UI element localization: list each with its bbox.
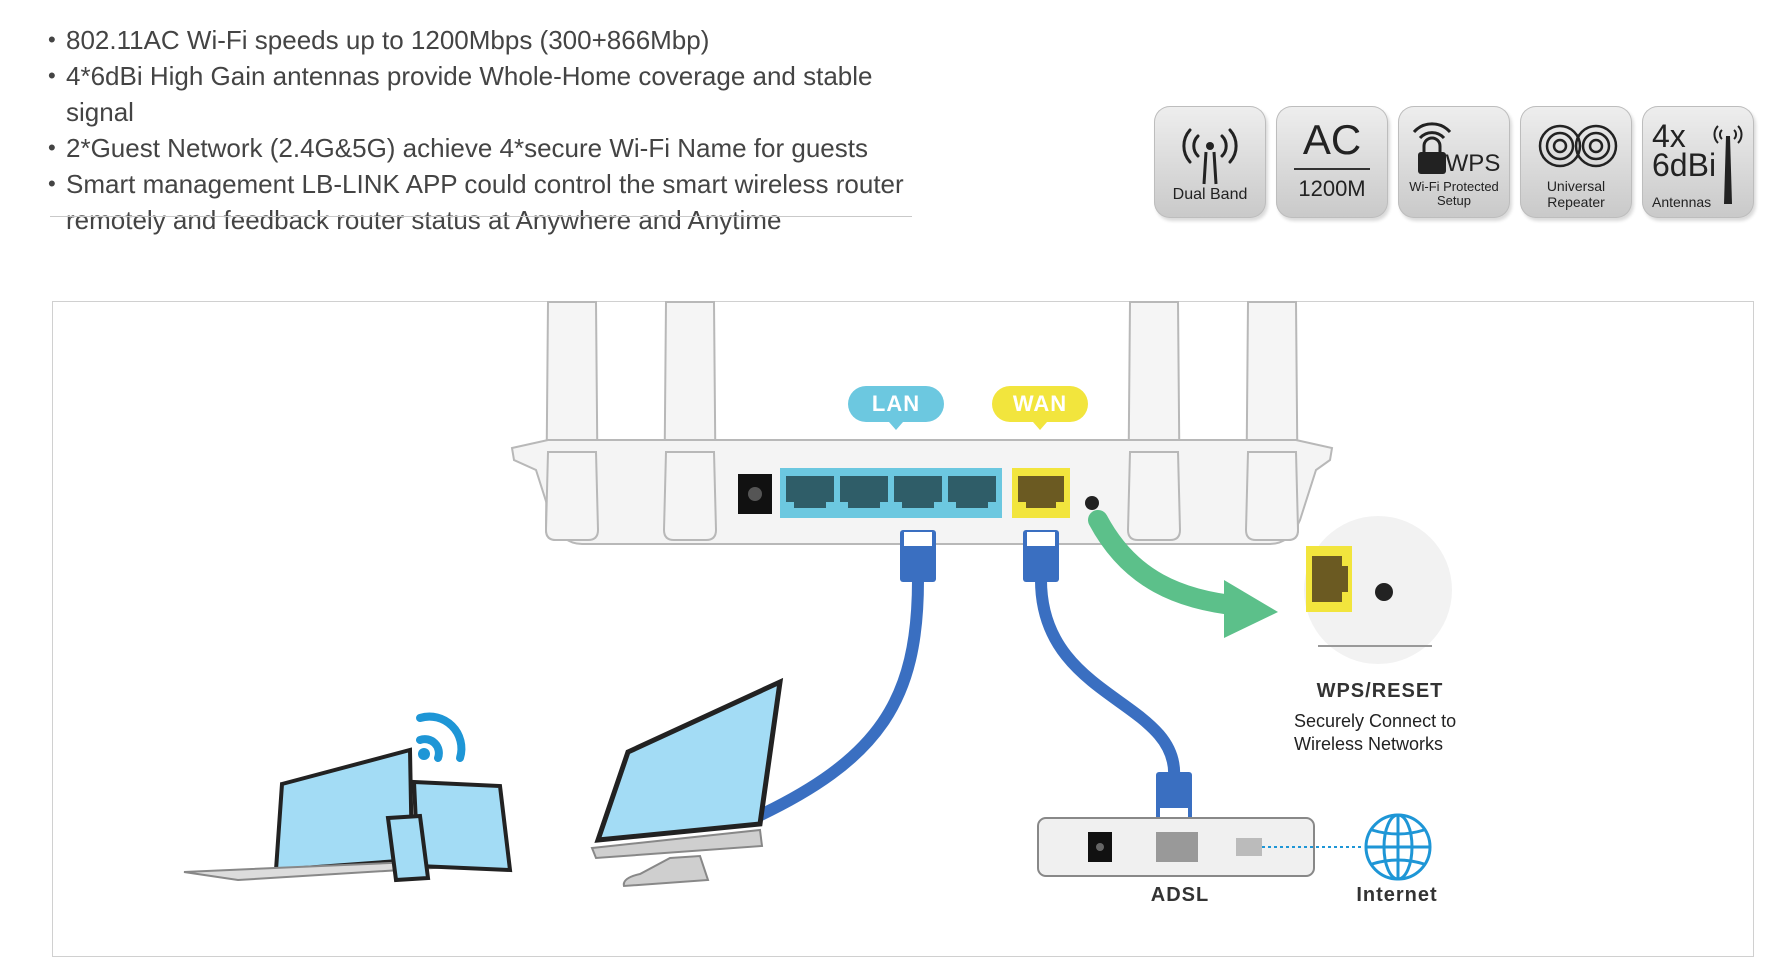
wps-reset-title: WPS/RESET [1316, 680, 1444, 702]
modem-phone-port [1236, 838, 1262, 856]
zoom-arrow [1088, 510, 1250, 616]
zoom-arrowhead [1224, 580, 1278, 638]
reset-button-dot [1085, 496, 1099, 510]
feature-divider [50, 216, 912, 217]
monitor-screen [594, 677, 784, 843]
feature-item: Smart management LB-LINK APP could contr… [48, 166, 912, 202]
wps-desc-line-1: Securely Connect to [1294, 711, 1457, 731]
ethernet-cables [744, 574, 1181, 826]
antenna-2-base [662, 451, 718, 541]
badge-repeater-2: Repeater [1547, 194, 1605, 210]
badge-antenna-gain: 6dBi [1652, 147, 1717, 183]
badge-rule [1294, 168, 1370, 170]
badge-wps-sub2: Setup [1437, 193, 1471, 208]
wifi-icon [416, 712, 466, 762]
badge-antenna-count: 4x [1652, 118, 1686, 154]
feature-item: 802.11AC Wi-Fi speeds up to 1200Mbps (30… [48, 22, 912, 58]
wan-cable [1035, 574, 1181, 784]
feature-item-continued: remotely and feedback router status at A… [66, 205, 782, 235]
adsl-label: ADSL [1150, 884, 1210, 906]
desktop-monitor [590, 677, 784, 888]
tablet [411, 779, 513, 873]
wan-port [1018, 476, 1064, 508]
lan-cable [744, 574, 924, 826]
lan-port-2 [840, 476, 888, 508]
badge-ac-text: AC [1302, 116, 1362, 163]
lan-port-1 [786, 476, 834, 508]
antenna-1-base [544, 451, 600, 541]
antenna-icon [1713, 125, 1743, 204]
internet-label: Internet [1356, 884, 1438, 906]
monitor-bezel [590, 828, 764, 860]
cable-plugs [900, 530, 1192, 824]
globe-icon [1364, 813, 1432, 881]
antenna-3-base [1126, 451, 1182, 541]
badge-wps: WPS Wi-Fi Protected Setup [1398, 106, 1510, 218]
badge-antennas: 4x 6dBi Antennas [1642, 106, 1754, 218]
badge-label: Dual Band [1172, 186, 1248, 203]
antenna-4-base [1244, 451, 1300, 541]
badge-dual-band: Dual Band [1154, 106, 1266, 218]
dual-band-icon [1182, 128, 1238, 185]
badge-repeater: Universal Repeater [1520, 106, 1632, 218]
laptop-tablet-phone [183, 747, 513, 883]
lan-port-3 [894, 476, 942, 508]
feature-item: 4*6dBi High Gain antennas provide Whole-… [48, 58, 912, 130]
modem-wan-port [1156, 832, 1198, 862]
wps-description: Securely Connect to Wireless Networks [1294, 710, 1474, 756]
monitor-stand [622, 854, 710, 888]
wps-lock-icon [1412, 122, 1452, 174]
badge-ac-speed: 1200M [1298, 176, 1366, 201]
badge-repeater-1: Universal [1546, 178, 1606, 194]
badge-antenna-label: Antennas [1652, 194, 1712, 210]
badge-wps-sub1: Wi-Fi Protected [1409, 179, 1499, 194]
repeater-rings-icon [1538, 124, 1618, 168]
feature-list: 802.11AC Wi-Fi speeds up to 1200Mbps (30… [48, 22, 912, 238]
lan-ports [786, 476, 996, 508]
badge-wps-text: WPS [1445, 150, 1501, 177]
wan-label: WAN [992, 386, 1088, 430]
lan-label: LAN [848, 386, 944, 430]
zoom-reset-dot [1375, 583, 1393, 601]
badge-ac1200: AC 1200M [1276, 106, 1388, 218]
feature-item: 2*Guest Network (2.4G&5G) achieve 4*secu… [48, 130, 912, 166]
connection-diagram-frame [52, 301, 1754, 957]
lan-port-4 [948, 476, 996, 508]
phone [385, 813, 431, 883]
wps-desc-line-2: Wireless Networks [1294, 734, 1444, 754]
